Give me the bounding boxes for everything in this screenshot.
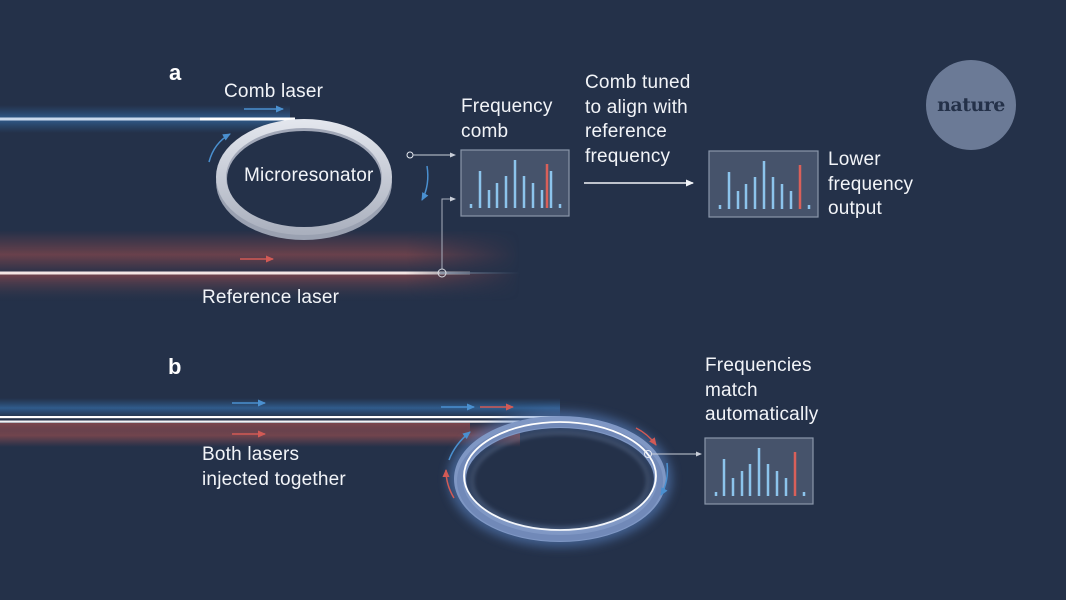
reference-to-comb-connector: [441, 196, 456, 269]
comb-line-bar: [757, 448, 761, 496]
frequencies-match-label: Frequencies match automatically: [705, 355, 819, 425]
comb-line-bar: [714, 492, 718, 496]
matched-frequency-bars: [714, 448, 806, 496]
reference-tap-point: [437, 268, 447, 278]
comb-line-bar: [495, 183, 499, 208]
comb-line-bar: [549, 171, 553, 208]
reference-laser-beam: [0, 230, 520, 301]
frequency-comb-label: Frequency comb: [461, 96, 553, 142]
comb-line-bar: [531, 183, 535, 208]
both-lasers-label: Both lasers injected together: [202, 444, 346, 490]
comb-line-bar: [469, 204, 473, 208]
comb-tuned-label: Comb tuned to align with reference frequ…: [585, 72, 691, 167]
panel-label-a: a: [169, 60, 182, 85]
reference-frequency-bar: [798, 165, 802, 209]
comb-line-bar: [478, 171, 482, 208]
comb-line-bar: [513, 160, 517, 208]
circulation-arrow-icon: [660, 462, 669, 496]
comb-line-bar: [487, 190, 491, 208]
comb-line-bar: [731, 478, 735, 496]
comb-line-bar: [727, 172, 731, 209]
circulation-arrow-icon: [421, 165, 429, 201]
comb-line-bar: [722, 459, 726, 496]
comb-line-bar: [775, 471, 779, 496]
comb-line-bar: [807, 205, 811, 209]
reference-laser-label: Reference laser: [202, 287, 340, 308]
panel-label-b: b: [168, 354, 182, 379]
comb-line-bar: [753, 177, 757, 209]
comb-line-bar: [744, 184, 748, 209]
nature-logo: nature: [926, 60, 1016, 150]
circulation-arrow-icon: [635, 427, 657, 446]
comb-line-bar: [504, 176, 508, 208]
frequency-comb-bars: [469, 160, 562, 208]
microresonator-ring: [216, 119, 392, 240]
circulation-arrow-icon: [442, 469, 455, 499]
comb-laser-beam: [0, 105, 295, 133]
combined-laser-beams: [0, 398, 560, 447]
comb-line-bar: [789, 191, 793, 209]
comb-line-bar: [740, 471, 744, 496]
comb-line-bar: [748, 464, 752, 496]
comb-line-bar: [718, 205, 722, 209]
comb-line-bar: [766, 464, 770, 496]
comb-laser-label: Comb laser: [224, 81, 324, 102]
comb-line-bar: [771, 177, 775, 209]
comb-line-bar: [522, 176, 526, 208]
microresonator-label: Microresonator: [244, 165, 374, 186]
reference-frequency-bar: [545, 164, 549, 208]
microresonator-ring-glowing: [448, 411, 672, 547]
circulation-arrow-icon: [208, 133, 231, 163]
lower-frequency-output-bars: [718, 161, 811, 209]
reference-frequency-bar: [793, 452, 797, 496]
comb-line-bar: [762, 161, 766, 209]
lower-frequency-output-label: Lower frequency output: [828, 149, 914, 219]
nature-logo-text: nature: [937, 94, 1005, 116]
comb-line-bar: [780, 184, 784, 209]
comb-line-bar: [802, 492, 806, 496]
comb-line-bar: [784, 478, 788, 496]
circulation-arrow-icon: [448, 431, 471, 461]
comb-line-bar: [736, 191, 740, 209]
comb-line-bar: [540, 190, 544, 208]
comb-line-bar: [558, 204, 562, 208]
